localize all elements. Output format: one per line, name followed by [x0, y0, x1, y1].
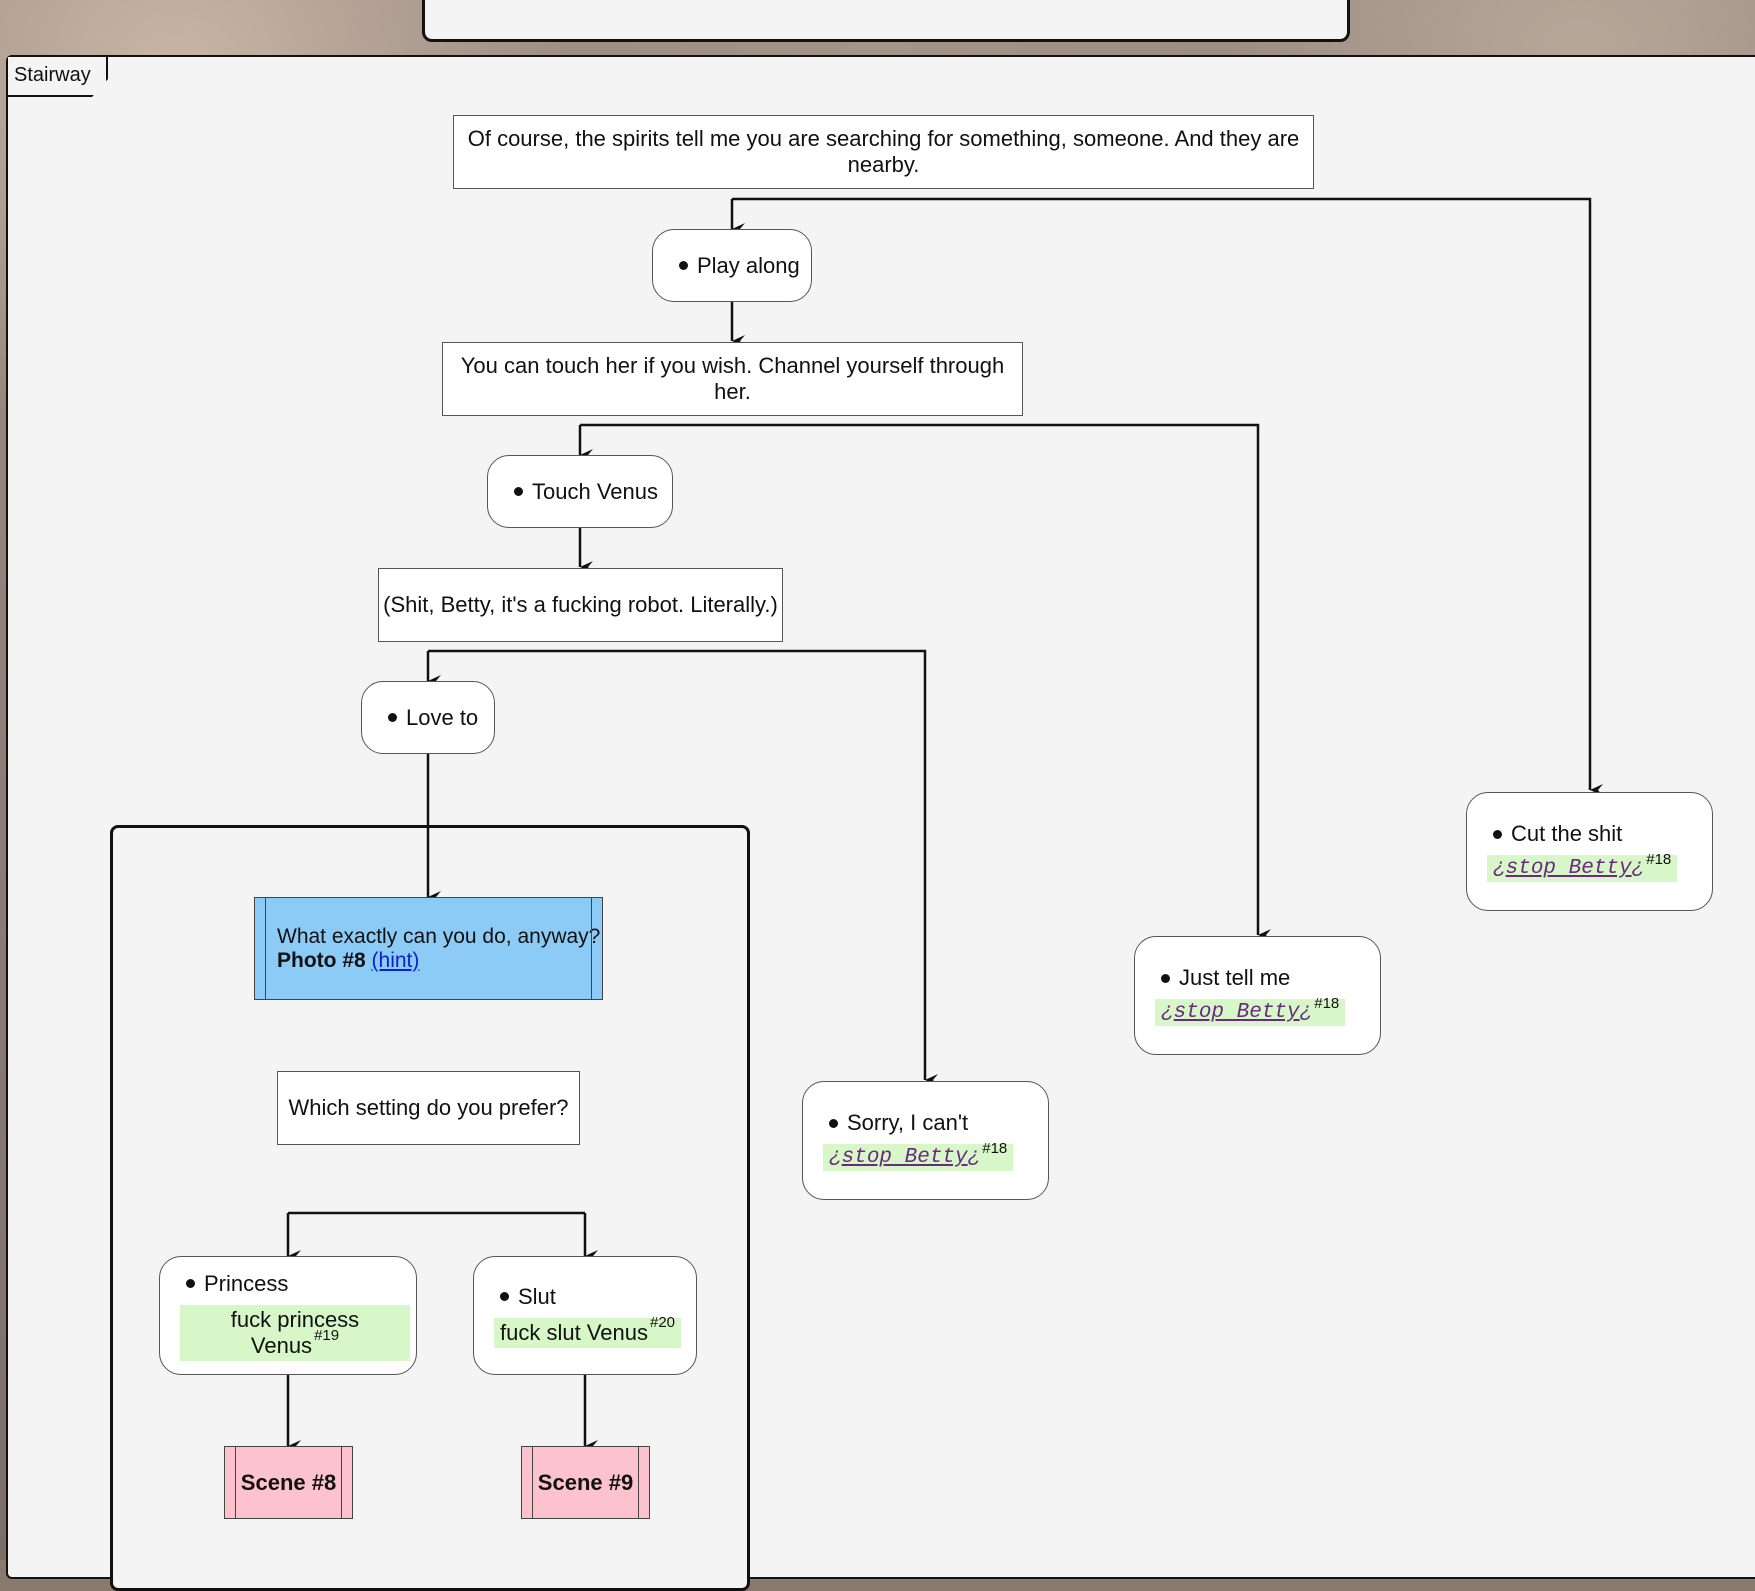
choice-sorry[interactable]: Sorry, I can't ¿stop Betty¿#18	[802, 1081, 1049, 1200]
tag-prefix: ¿	[829, 1146, 842, 1169]
bullet-icon	[1493, 829, 1502, 839]
choice-love-to[interactable]: Love to	[361, 681, 495, 754]
setting-question-text: Which setting do you prefer?	[288, 1095, 569, 1120]
choice-label: Touch Venus	[532, 478, 658, 504]
scene-9[interactable]: Scene #9	[521, 1446, 650, 1519]
setting-question-note: Which setting do you prefer?	[277, 1071, 580, 1145]
hint-link[interactable]: (hint)	[371, 948, 420, 972]
stop-betty-tag: ¿stop Betty¿#18	[1155, 995, 1346, 1026]
photo-question: What exactly can you do, anyway?	[277, 924, 601, 948]
choice-label: Princess	[204, 1270, 289, 1296]
robot-note: (Shit, Betty, it's a fucking robot. Lite…	[378, 568, 783, 642]
tag-number: #19	[314, 1326, 340, 1344]
touch-prompt-note: You can touch her if you wish. Channel y…	[442, 342, 1023, 416]
tag-prefix: ¿	[1493, 857, 1506, 880]
photo-label: Photo #8	[277, 948, 366, 972]
choice-label: Slut	[518, 1283, 556, 1309]
frame-tab	[8, 57, 108, 97]
choice-princess[interactable]: Princess fuck princess Venus#19	[159, 1256, 417, 1375]
choice-touch-venus[interactable]: Touch Venus	[487, 455, 673, 528]
robot-text: (Shit, Betty, it's a fucking robot. Lite…	[383, 592, 778, 617]
choice-label: Love to	[406, 704, 479, 730]
princess-tag: fuck princess Venus#19	[180, 1304, 410, 1361]
stop-betty-link[interactable]: stop Betty	[1173, 1001, 1300, 1024]
intro-note: Of course, the spirits tell me you are s…	[453, 115, 1314, 189]
tag-number: #18	[982, 1140, 1008, 1157]
tag-suffix: ¿	[1631, 857, 1645, 880]
frame-title: Stairway	[14, 64, 91, 86]
photo-box: What exactly can you do, anyway? Photo #…	[254, 897, 603, 1000]
choice-play-along[interactable]: Play along	[652, 229, 812, 302]
bullet-icon	[679, 261, 688, 270]
tag-prefix: ¿	[1161, 1001, 1174, 1024]
stop-betty-link[interactable]: stop Betty	[1505, 857, 1632, 880]
tag-suffix: ¿	[967, 1146, 981, 1169]
bullet-icon	[388, 713, 397, 722]
choice-slut[interactable]: Slut fuck slut Venus#20	[473, 1256, 697, 1375]
slut-tag: fuck slut Venus#20	[494, 1314, 682, 1348]
previous-frame-bottom	[422, 0, 1350, 42]
choice-just-tell-me[interactable]: Just tell me ¿stop Betty¿#18	[1134, 936, 1381, 1055]
bullet-icon	[514, 487, 523, 496]
choice-label: Just tell me	[1179, 965, 1291, 990]
choice-label: Cut the shit	[1511, 821, 1623, 846]
choice-label: Sorry, I can't	[847, 1110, 969, 1135]
tag-text: fuck slut Venus	[500, 1319, 648, 1345]
choice-cut-the-shit[interactable]: Cut the shit ¿stop Betty¿#18	[1466, 792, 1713, 911]
scene-label: Scene #8	[240, 1469, 337, 1495]
arrow-robot-sorry	[428, 649, 938, 1086]
tag-text: fuck princess Venus	[230, 1306, 360, 1358]
choice-label: Play along	[697, 252, 800, 278]
arrow-touchprompt-justtell	[580, 423, 1271, 941]
tag-number: #20	[649, 1313, 676, 1331]
bullet-icon	[500, 1292, 509, 1301]
bullet-icon	[829, 1118, 838, 1128]
intro-text: Of course, the spirits tell me you are s…	[467, 126, 1300, 177]
scene-8[interactable]: Scene #8	[224, 1446, 353, 1519]
tag-suffix: ¿	[1299, 1001, 1313, 1024]
tag-number: #18	[1646, 851, 1672, 868]
stop-betty-link[interactable]: stop Betty	[841, 1146, 968, 1169]
arrow-intro-cut	[732, 197, 1603, 796]
stop-betty-tag: ¿stop Betty¿#18	[823, 1140, 1014, 1171]
touch-prompt-text: You can touch her if you wish. Channel y…	[460, 353, 1005, 404]
tag-number: #18	[1314, 995, 1340, 1012]
scene-label: Scene #9	[537, 1469, 634, 1495]
bullet-icon	[1161, 973, 1170, 983]
stop-betty-tag: ¿stop Betty¿#18	[1487, 851, 1678, 882]
bullet-icon	[186, 1279, 195, 1288]
